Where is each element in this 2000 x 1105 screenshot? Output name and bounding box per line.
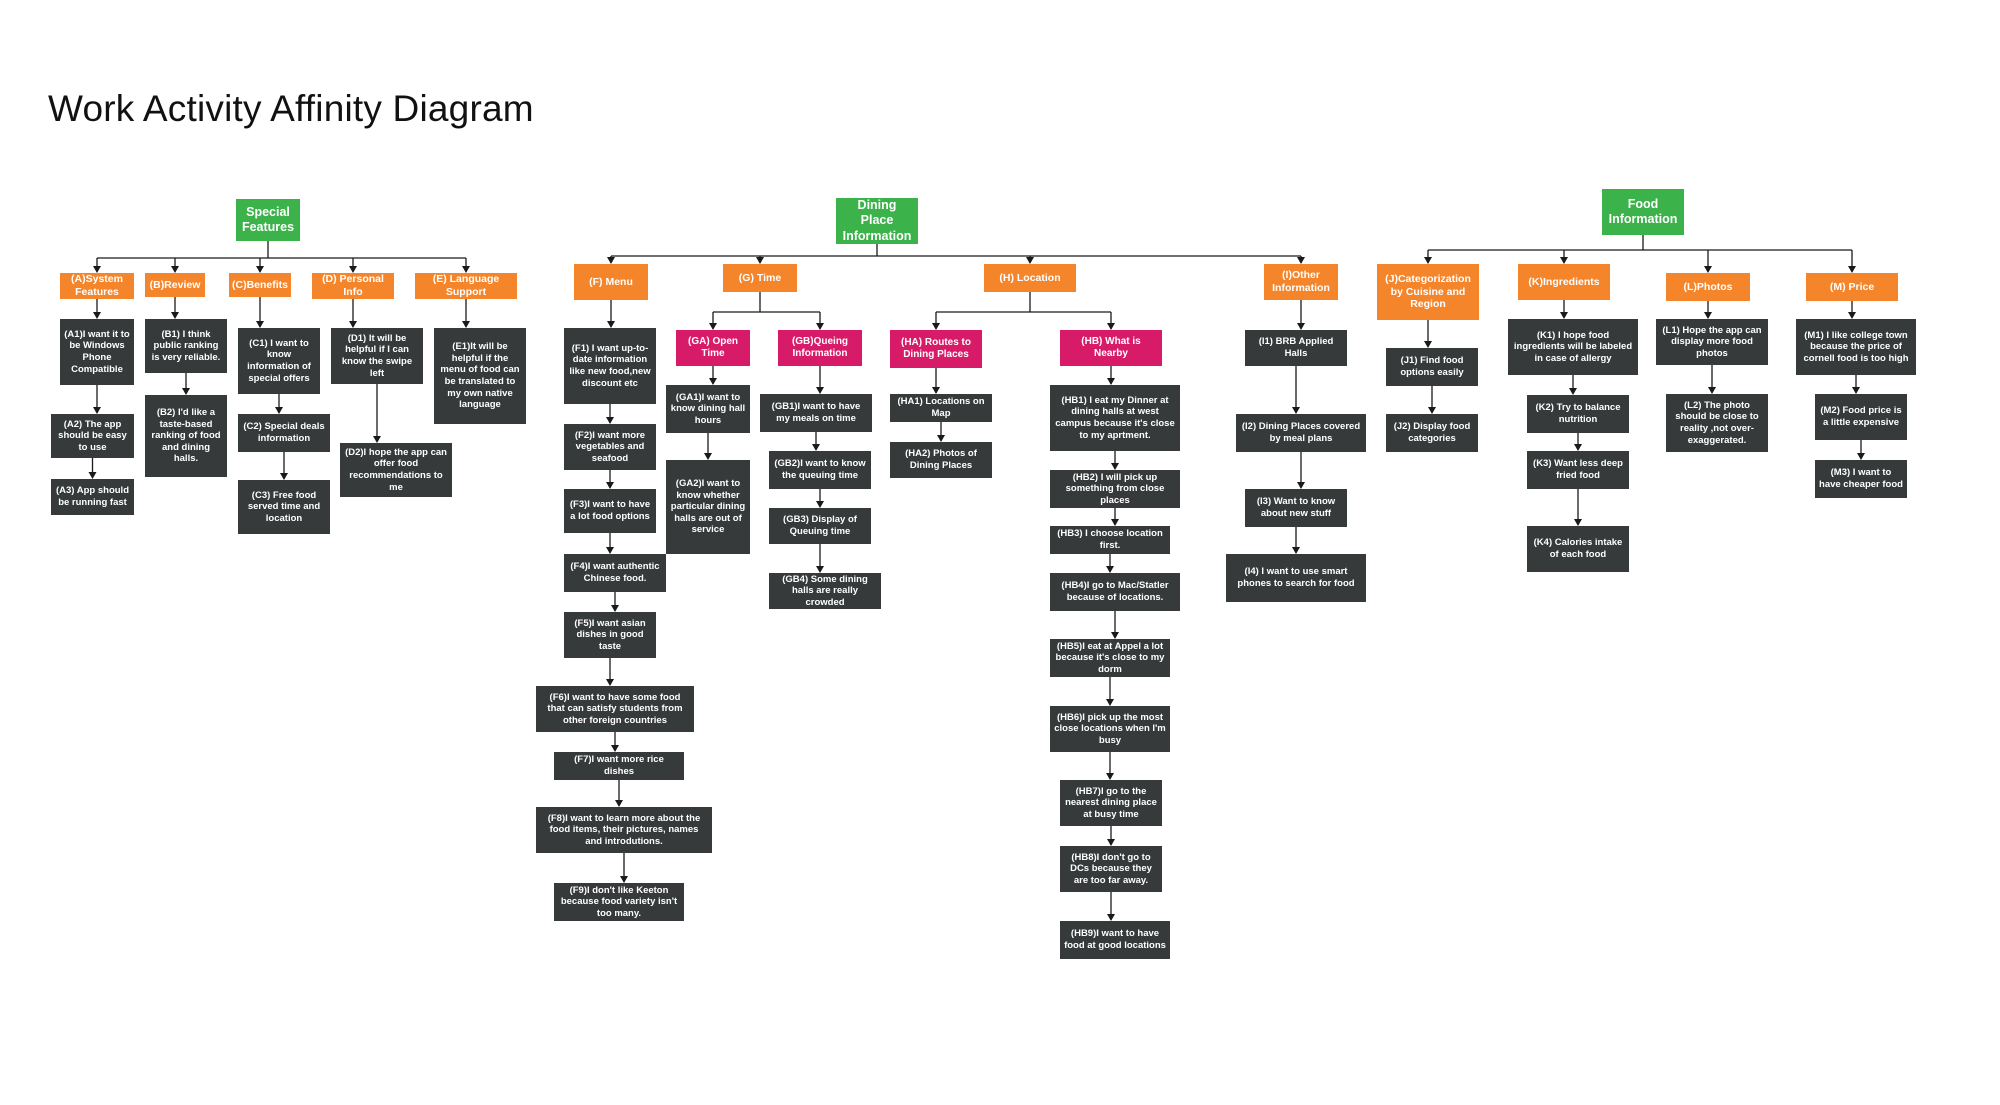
note-c2: (C2) Special deals information — [238, 414, 330, 452]
note-hb5: (HB5)I eat at Appel a lot because it's c… — [1050, 639, 1170, 677]
note-f7: (F7)I want more rice dishes — [554, 752, 684, 780]
note-hb1: (HB1) I eat my Dinner at dining halls at… — [1050, 385, 1180, 451]
note-a3: (A3) App should be running fast — [51, 479, 134, 515]
note-hb8: (HB8)I don't go to DCs because they are … — [1060, 846, 1162, 892]
note-f3: (F3)I want to have a lot food options — [564, 489, 656, 533]
note-d2: (D2)I hope the app can offer food recomm… — [340, 443, 452, 497]
category-price: (M) Price — [1806, 273, 1898, 301]
note-gb1: (GB1)I want to have my meals on time — [760, 394, 872, 432]
note-c1: (C1) I want to know information of speci… — [238, 328, 320, 394]
note-b2: (B2) I'd like a taste-based ranking of f… — [145, 395, 227, 477]
note-a2: (A2) The app should be easy to use — [51, 414, 134, 458]
category-location: (H) Location — [984, 264, 1076, 292]
category-photos: (L)Photos — [1666, 273, 1750, 301]
note-f9: (F9)I don't like Keeton because food var… — [554, 883, 684, 921]
note-f2: (F2)I want more vegetables and seafood — [564, 424, 656, 470]
category-ingredients: (K)Ingredients — [1518, 264, 1610, 300]
subcategory-what-is-nearby: (HB) What is Nearby — [1060, 330, 1162, 366]
note-j2: (J2) Display food categories — [1386, 414, 1478, 452]
note-k1: (K1) I hope food ingredients will be lab… — [1508, 319, 1638, 375]
note-i4: (I4) I want to use smart phones to searc… — [1226, 554, 1366, 602]
note-gb4: (GB4) Some dining halls are really crowd… — [769, 573, 881, 609]
note-k2: (K2) Try to balance nutrition — [1527, 395, 1629, 433]
root-food-information: Food Information — [1602, 189, 1684, 235]
note-m2: (M2) Food price is a little expensive — [1815, 394, 1907, 440]
note-m3: (M3) I want to have cheaper food — [1815, 460, 1907, 498]
note-hb2: (HB2) I will pick up something from clos… — [1050, 470, 1180, 508]
note-ha1: (HA1) Locations on Map — [890, 394, 992, 422]
note-hb3: (HB3) I choose location first. — [1050, 526, 1170, 554]
category-time: (G) Time — [723, 264, 797, 292]
note-c3: (C3) Free food served time and location — [238, 480, 330, 534]
note-b1: (B1) I think public ranking is very reli… — [145, 319, 227, 373]
note-f8: (F8)I want to learn more about the food … — [536, 807, 712, 853]
note-e1: (E1)It will be helpful if the menu of fo… — [434, 328, 526, 424]
note-a1: (A1)I want it to be Windows Phone Compat… — [60, 319, 134, 385]
note-l1: (L1) Hope the app can display more food … — [1656, 319, 1768, 365]
category-other-information: (I)Other Information — [1264, 264, 1338, 300]
subcategory-routes-to-dining-places: (HA) Routes to Dining Places — [890, 330, 982, 368]
subcategory-open-time: (GA) Open Time — [676, 330, 750, 366]
note-k4: (K4) Calories intake of each food — [1527, 526, 1629, 572]
page-title: Work Activity Affinity Diagram — [48, 88, 534, 129]
note-d1: (D1) It will be helpful if I can know th… — [331, 328, 423, 384]
note-k3: (K3) Want less deep fried food — [1527, 451, 1629, 489]
category-categorization-by-cuisine: (J)Categorization by Cuisine and Region — [1377, 264, 1479, 320]
note-hb7: (HB7)I go to the nearest dining place at… — [1060, 780, 1162, 826]
root-dining-place-information: Dining Place Information — [836, 198, 918, 244]
note-gb2: (GB2)I want to know the queuing time — [769, 451, 871, 489]
category-benefits: (C)Benefits — [229, 273, 291, 297]
category-language-support: (E) Language Support — [415, 273, 517, 299]
note-f6: (F6)I want to have some food that can sa… — [536, 686, 694, 732]
note-hb9: (HB9)I want to have food at good locatio… — [1060, 921, 1170, 959]
subcategory-queing-information: (GB)Queing Information — [778, 330, 862, 366]
note-f1: (F1) I want up-to-date information like … — [564, 328, 656, 404]
note-m1: (M1) I like college town because the pri… — [1796, 319, 1916, 375]
note-i3: (I3) Want to know about new stuff — [1245, 489, 1347, 527]
note-f4: (F4)I want authentic Chinese food. — [564, 554, 666, 592]
note-hb4: (HB4)I go to Mac/Statler because of loca… — [1050, 573, 1180, 611]
note-ga2: (GA2)I want to know whether particular d… — [666, 460, 750, 554]
category-system-features: (A)System Features — [60, 273, 134, 299]
note-f5: (F5)I want asian dishes in good taste — [564, 612, 656, 658]
note-hb6: (HB6)I pick up the most close locations … — [1050, 706, 1170, 752]
note-ha2: (HA2) Photos of Dining Places — [890, 442, 992, 478]
category-personal-info: (D) Personal Info — [312, 273, 394, 299]
note-gb3: (GB3) Display of Queuing time — [769, 508, 871, 544]
note-i1: (I1) BRB Applied Halls — [1245, 330, 1347, 366]
note-j1: (J1) Find food options easily — [1386, 348, 1478, 386]
note-ga1: (GA1)I want to know dining hall hours — [666, 385, 750, 433]
category-menu: (F) Menu — [574, 264, 648, 300]
root-special-features: Special Features — [236, 199, 300, 241]
note-l2: (L2) The photo should be close to realit… — [1666, 394, 1768, 452]
category-review: (B)Review — [145, 273, 205, 297]
note-i2: (I2) Dining Places covered by meal plans — [1236, 414, 1366, 452]
